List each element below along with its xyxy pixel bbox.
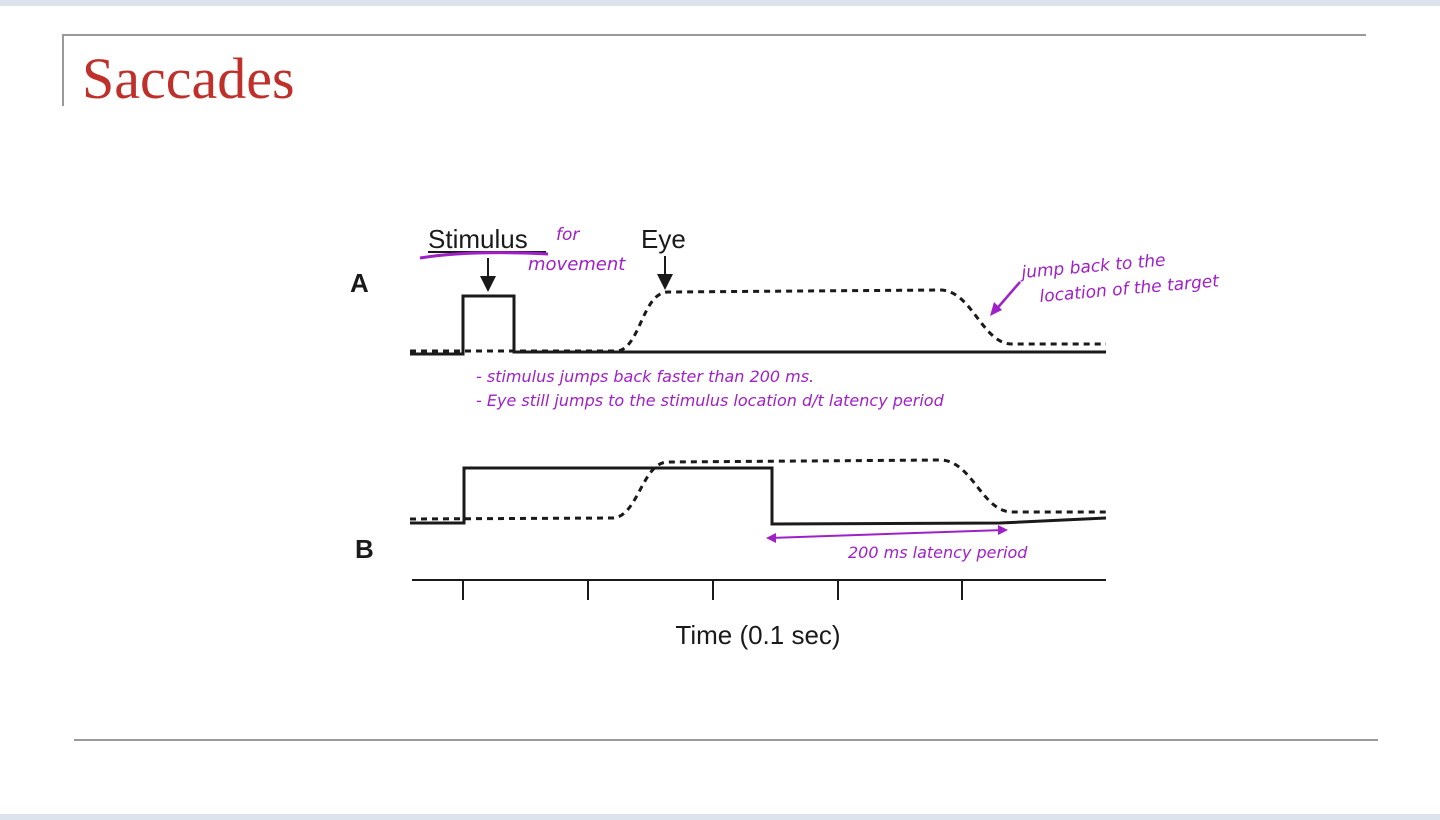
panel-b-label: B bbox=[355, 534, 374, 564]
time-axis-label: Time (0.1 sec) bbox=[675, 620, 840, 650]
jump-back-arrow-head bbox=[990, 302, 1002, 316]
title-rule-left bbox=[62, 34, 64, 106]
for-movement-note-line1: for bbox=[556, 225, 580, 245]
eye-label: Eye bbox=[641, 224, 686, 254]
latency-note: 200 ms latency period bbox=[848, 543, 1028, 562]
panel-a-eye-trace bbox=[410, 288, 1106, 353]
slide-title: Saccades bbox=[82, 46, 295, 111]
slide: Saccades bbox=[0, 6, 1440, 814]
stimulus-note-line2: - Eye still jumps to the stimulus locati… bbox=[476, 391, 945, 410]
panel-a-label: A bbox=[350, 268, 369, 298]
bottom-rule bbox=[74, 739, 1378, 741]
latency-bracket-line bbox=[769, 529, 1005, 539]
latency-bracket-left-head bbox=[766, 533, 776, 543]
stimulus-arrow-head bbox=[480, 276, 496, 292]
eye-arrow-head bbox=[657, 274, 673, 290]
for-movement-note-line2: movement bbox=[528, 254, 626, 275]
stimulus-note-line1: - stimulus jumps back faster than 200 ms… bbox=[476, 367, 814, 386]
panel-b-stimulus-trace bbox=[410, 466, 1107, 526]
panel-b-eye-trace bbox=[409, 458, 1106, 521]
latency-bracket-right-head bbox=[998, 525, 1008, 535]
title-rule-top bbox=[62, 34, 1366, 36]
stimulus-label: Stimulus bbox=[428, 224, 528, 254]
stimulus-highlight-stroke bbox=[419, 251, 549, 260]
